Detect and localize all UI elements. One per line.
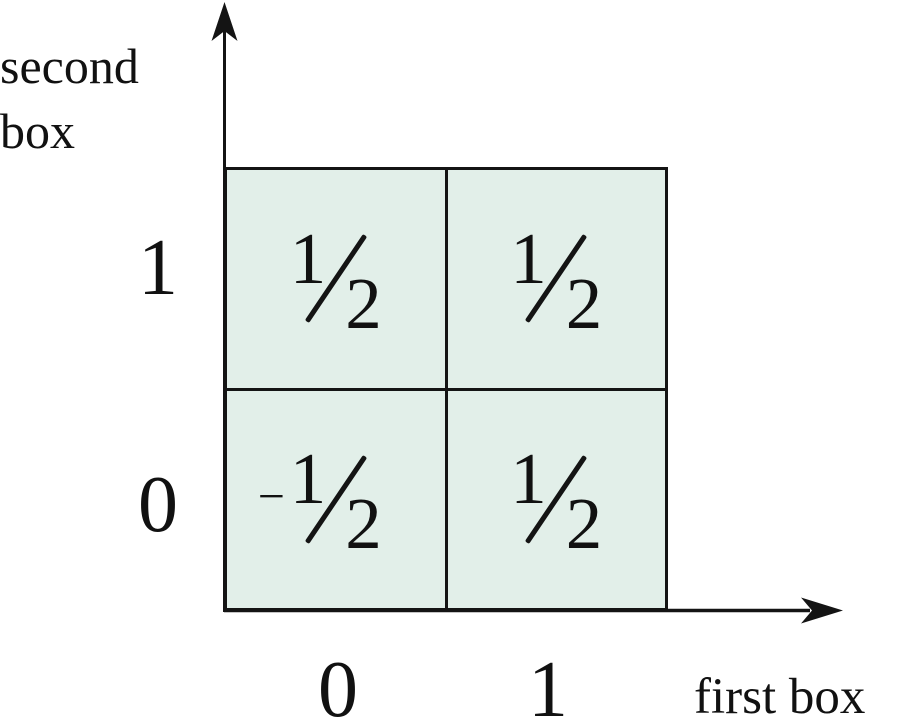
value-grid: 1 2 1 2 − 1 2 1 <box>224 167 668 611</box>
fraction-denominator: 2 <box>565 262 603 344</box>
cell-second0-first0: − 1 2 <box>227 390 445 608</box>
fraction-one-half: 1 2 <box>510 222 602 340</box>
fraction-denominator: 2 <box>345 483 382 565</box>
y-axis-label: second box <box>0 38 139 159</box>
col-tick-label-0: 0 <box>318 646 358 724</box>
x-axis-label: first box <box>694 669 866 724</box>
col-tick-label-1: 1 <box>528 646 568 724</box>
row-tick-label-0: 0 <box>138 461 178 549</box>
x-axis-arrowhead-icon <box>801 597 843 624</box>
fraction-numerator: 1 <box>510 438 547 520</box>
fraction-minus-one-half: − 1 2 <box>258 442 382 560</box>
fraction-denominator: 2 <box>565 483 603 565</box>
cell-second1-first0: 1 2 <box>227 170 445 388</box>
fraction-numerator: 1 <box>510 217 547 299</box>
fraction-numerator: 1 <box>289 217 327 299</box>
row-tick-label-1: 1 <box>138 224 178 312</box>
fraction-one-half: 1 2 <box>510 442 602 560</box>
cell-second1-first1: 1 2 <box>447 170 665 388</box>
y-axis-arrowhead-icon <box>211 2 238 41</box>
fraction-one-half: 1 2 <box>290 222 382 340</box>
fraction-denominator: 2 <box>345 262 382 344</box>
fraction-sign: − <box>257 470 285 524</box>
fraction-numerator: 1 <box>289 438 327 520</box>
cell-second0-first1: 1 2 <box>447 390 665 608</box>
